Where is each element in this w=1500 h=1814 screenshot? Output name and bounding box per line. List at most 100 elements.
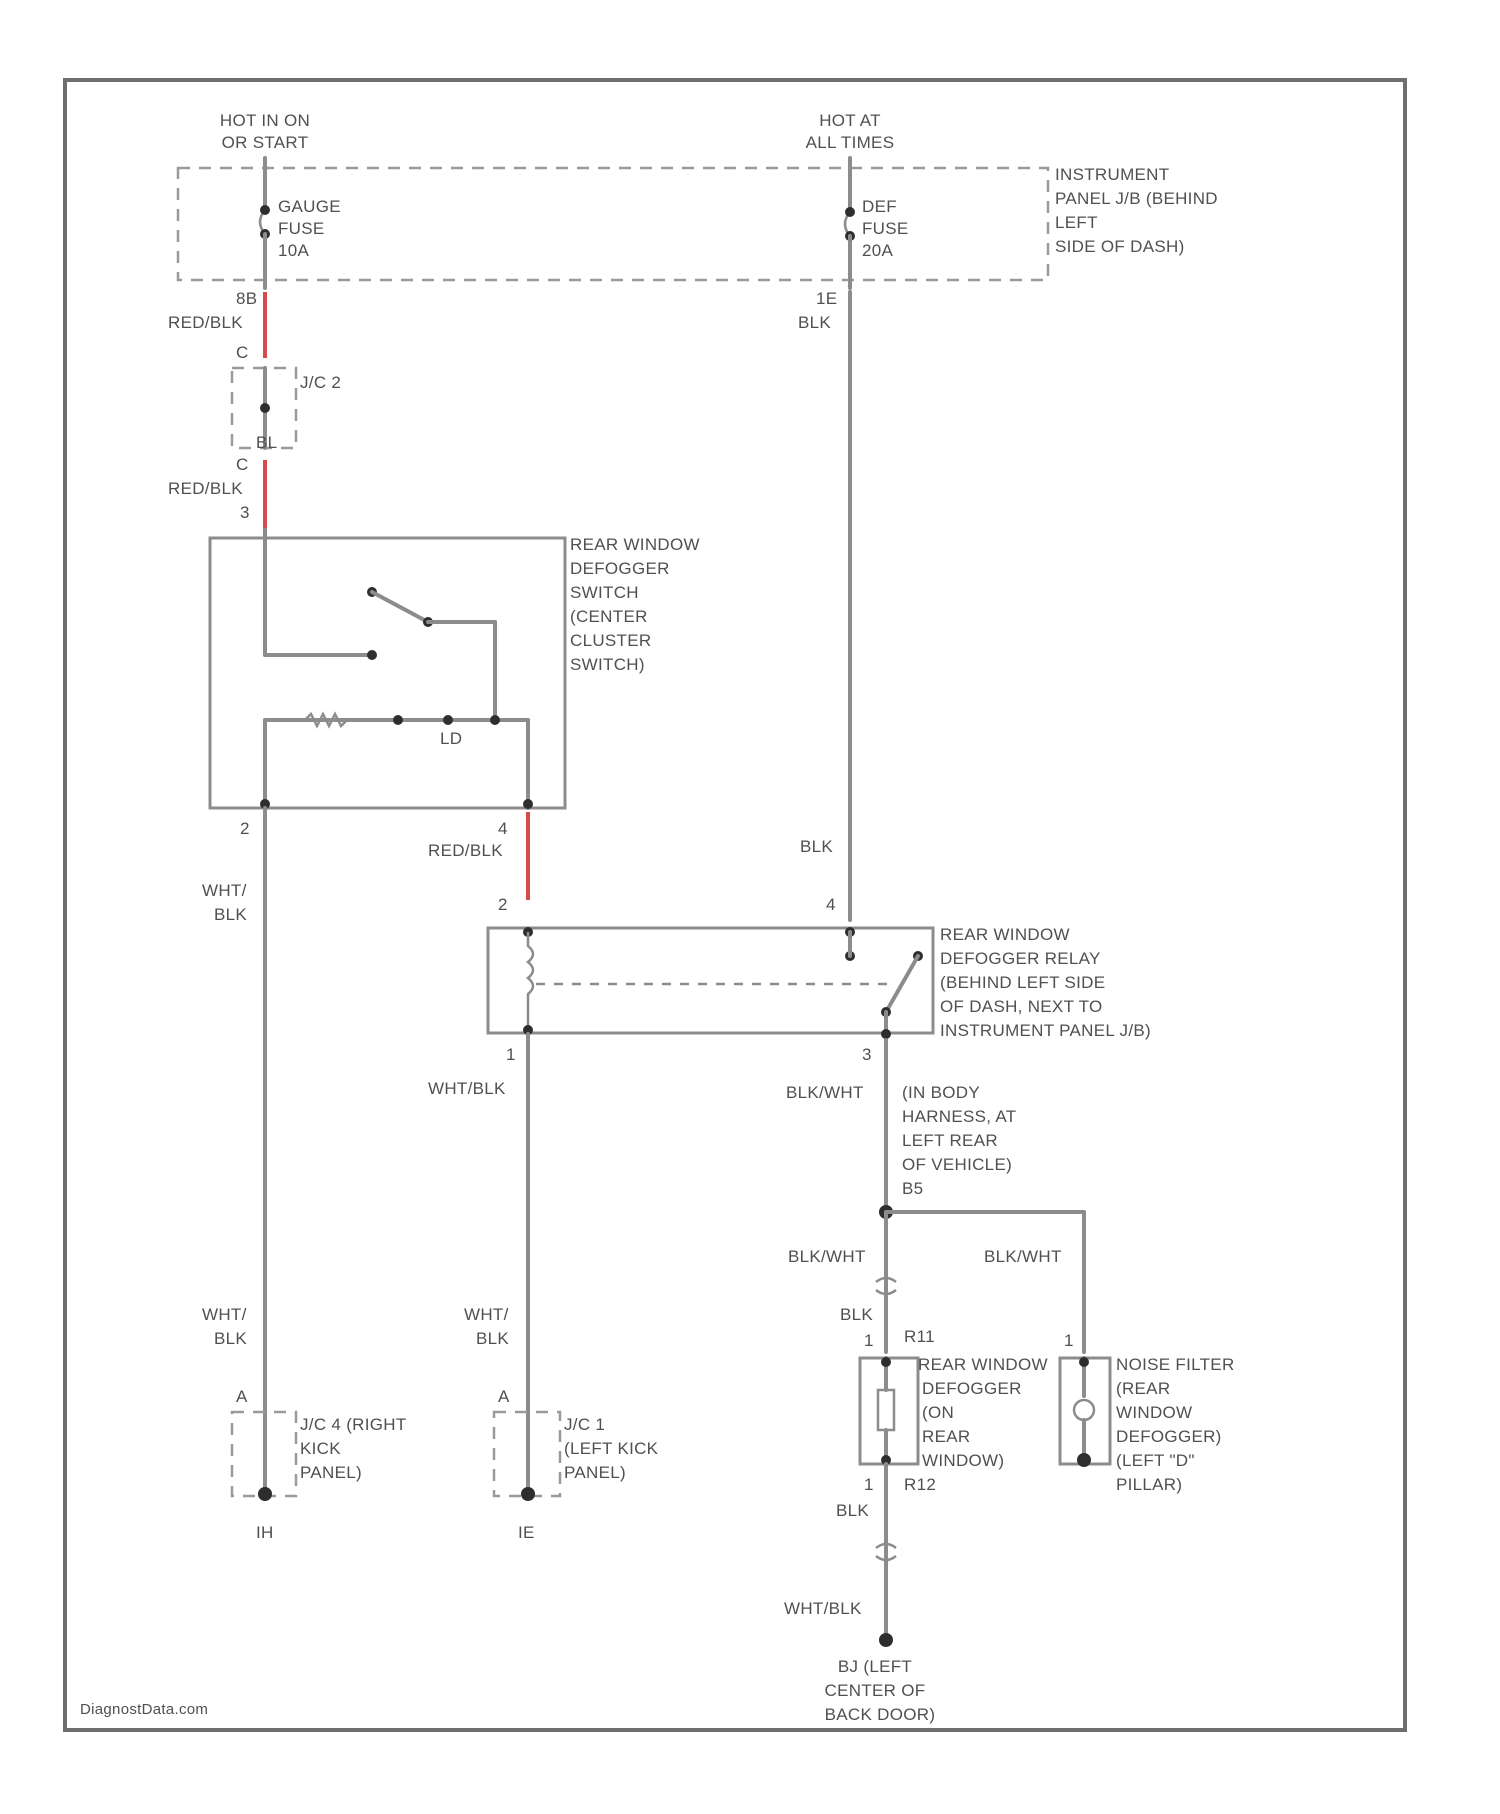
svg-text:OF VEHICLE): OF VEHICLE) bbox=[902, 1155, 1012, 1174]
relay-out-left-pin: 1 bbox=[506, 1045, 516, 1064]
svg-text:(LEFT KICK: (LEFT KICK bbox=[564, 1439, 659, 1458]
svg-text:HOT IN ON: HOT IN ON bbox=[220, 111, 310, 130]
svg-text:J/C 1: J/C 1 bbox=[564, 1415, 605, 1434]
switch-contact bbox=[372, 592, 428, 622]
wire-blk-wht-label-1: BLK/WHT bbox=[786, 1083, 864, 1102]
svg-text:LEFT REAR: LEFT REAR bbox=[902, 1131, 998, 1150]
defogger-top-pin-id: R11 bbox=[904, 1327, 935, 1346]
svg-text:DEFOGGER: DEFOGGER bbox=[922, 1379, 1022, 1398]
wire-red-blk-label-2: RED/BLK bbox=[168, 479, 243, 498]
jc1-label: J/C 1 (LEFT KICK PANEL) bbox=[564, 1415, 659, 1482]
svg-text:J/C 4 (RIGHT: J/C 4 (RIGHT bbox=[300, 1415, 407, 1434]
svg-text:B5: B5 bbox=[902, 1179, 923, 1198]
svg-text:CENTER OF: CENTER OF bbox=[825, 1681, 926, 1700]
svg-text:BACK DOOR): BACK DOOR) bbox=[825, 1705, 936, 1724]
wire-wht-blk-mid-label: WHT/BLK bbox=[428, 1079, 506, 1098]
wire-blk-bottom-label: BLK bbox=[836, 1501, 869, 1520]
pin-1e: 1E bbox=[816, 289, 837, 308]
defogger-switch-label: REAR WINDOW DEFOGGER SWITCH (CENTER CLUS… bbox=[570, 535, 700, 674]
wire-wht-blk-bottom-label: WHT/BLK bbox=[784, 1599, 862, 1618]
svg-text:INSTRUMENT PANEL J/B): INSTRUMENT PANEL J/B) bbox=[940, 1021, 1151, 1040]
ground-bj bbox=[879, 1633, 893, 1647]
svg-text:(ON: (ON bbox=[922, 1403, 954, 1422]
defogger-bottom-pin-id: R12 bbox=[904, 1475, 936, 1494]
svg-text:(LEFT "D": (LEFT "D" bbox=[1116, 1451, 1195, 1470]
gauge-fuse-label: GAUGE FUSE 10A bbox=[278, 197, 341, 260]
svg-text:HOT AT: HOT AT bbox=[819, 111, 881, 130]
jc2-bottom-pin: C bbox=[236, 455, 249, 474]
svg-text:(CENTER: (CENTER bbox=[570, 607, 648, 626]
svg-text:KICK: KICK bbox=[300, 1439, 341, 1458]
defogger-top-pin: 1 bbox=[864, 1331, 874, 1350]
wire-blk-wht-label-2: BLK/WHT bbox=[788, 1247, 866, 1266]
jc2-label: J/C 2 bbox=[300, 373, 341, 392]
wire-red-blk-label-3: RED/BLK bbox=[428, 841, 503, 860]
wire-blk-defogger: BLK bbox=[840, 1305, 873, 1324]
svg-text:OR START: OR START bbox=[222, 133, 309, 152]
svg-text:DEFOGGER: DEFOGGER bbox=[570, 559, 670, 578]
wire-wht-blk-label-left-1: WHT/ BLK bbox=[202, 881, 247, 924]
hot-run-start-label: HOT IN ON OR START bbox=[220, 111, 310, 152]
jc1-pin: A bbox=[498, 1387, 510, 1406]
svg-text:WHT/: WHT/ bbox=[202, 881, 247, 900]
svg-text:(IN BODY: (IN BODY bbox=[902, 1083, 980, 1102]
svg-text:REAR WINDOW: REAR WINDOW bbox=[918, 1355, 1048, 1374]
svg-text:WHT/: WHT/ bbox=[464, 1305, 509, 1324]
svg-text:REAR: REAR bbox=[922, 1427, 970, 1446]
rear-window-defogger-label: REAR WINDOW DEFOGGER (ON REAR WINDOW) bbox=[918, 1355, 1048, 1470]
svg-text:BJ (LEFT: BJ (LEFT bbox=[838, 1657, 912, 1676]
jc4-label: J/C 4 (RIGHT KICK PANEL) bbox=[300, 1415, 407, 1482]
svg-text:PANEL J/B (BEHIND: PANEL J/B (BEHIND bbox=[1055, 189, 1218, 208]
ground-ie: IE bbox=[518, 1523, 535, 1542]
hot-all-times-label: HOT AT ALL TIMES bbox=[806, 111, 895, 152]
defogger-relay-box bbox=[488, 928, 933, 1033]
wire-wht-blk-label-mid-2: WHT/ BLK bbox=[464, 1305, 509, 1348]
wire-blk-top: BLK bbox=[798, 313, 831, 332]
svg-text:(BEHIND LEFT SIDE: (BEHIND LEFT SIDE bbox=[940, 973, 1105, 992]
wire-blk-wht-label-3: BLK/WHT bbox=[984, 1247, 1062, 1266]
svg-text:LEFT: LEFT bbox=[1055, 213, 1098, 232]
svg-text:FUSE: FUSE bbox=[862, 219, 909, 238]
svg-text:WINDOW): WINDOW) bbox=[922, 1451, 1004, 1470]
defogger-relay-label: REAR WINDOW DEFOGGER RELAY (BEHIND LEFT … bbox=[940, 925, 1151, 1040]
relay-out-right-pin: 3 bbox=[862, 1045, 872, 1064]
wire-wht-blk-label-left-2: WHT/ BLK bbox=[202, 1305, 247, 1348]
svg-text:HARNESS, AT: HARNESS, AT bbox=[902, 1107, 1016, 1126]
svg-text:CLUSTER: CLUSTER bbox=[570, 631, 651, 650]
switch-out-left-pin: 2 bbox=[240, 819, 250, 838]
svg-text:BLK: BLK bbox=[214, 905, 247, 924]
instrument-panel-jb-label: INSTRUMENT PANEL J/B (BEHIND LEFT SIDE O… bbox=[1055, 165, 1218, 256]
svg-text:NOISE FILTER: NOISE FILTER bbox=[1116, 1355, 1235, 1374]
svg-text:DEFOGGER): DEFOGGER) bbox=[1116, 1427, 1222, 1446]
svg-text:SIDE OF DASH): SIDE OF DASH) bbox=[1055, 237, 1185, 256]
svg-text:GAUGE: GAUGE bbox=[278, 197, 341, 216]
svg-text:WINDOW: WINDOW bbox=[1116, 1403, 1192, 1422]
rear-window-defogger-box bbox=[860, 1358, 918, 1464]
switch-out-right-pin: 4 bbox=[498, 819, 508, 838]
svg-text:SWITCH: SWITCH bbox=[570, 583, 639, 602]
pin-8b: 8B bbox=[236, 289, 257, 308]
jc2-top-pin: C bbox=[236, 343, 249, 362]
svg-text:PANEL): PANEL) bbox=[564, 1463, 626, 1482]
svg-text:PANEL): PANEL) bbox=[300, 1463, 362, 1482]
svg-text:ALL TIMES: ALL TIMES bbox=[806, 133, 895, 152]
svg-text:BLK: BLK bbox=[214, 1329, 247, 1348]
defogger-grid-symbol bbox=[878, 1390, 894, 1430]
wire-blk-mid-label: BLK bbox=[800, 837, 833, 856]
svg-text:(REAR: (REAR bbox=[1116, 1379, 1170, 1398]
svg-text:OF DASH, NEXT TO: OF DASH, NEXT TO bbox=[940, 997, 1103, 1016]
noise-filter-pin: 1 bbox=[1064, 1331, 1074, 1350]
svg-text:10A: 10A bbox=[278, 241, 310, 260]
svg-text:REAR WINDOW: REAR WINDOW bbox=[570, 535, 700, 554]
ground-ih: IH bbox=[256, 1523, 274, 1542]
svg-text:DEFOGGER RELAY: DEFOGGER RELAY bbox=[940, 949, 1101, 968]
svg-text:DEF: DEF bbox=[862, 197, 897, 216]
relay-coil bbox=[528, 932, 533, 1030]
relay-in-left-pin: 2 bbox=[498, 895, 508, 914]
switch-in-pin: 3 bbox=[240, 503, 250, 522]
svg-text:PILLAR): PILLAR) bbox=[1116, 1475, 1182, 1494]
wire-red-blk-label-1: RED/BLK bbox=[168, 313, 243, 332]
svg-text:INSTRUMENT: INSTRUMENT bbox=[1055, 165, 1169, 184]
jc4-pin: A bbox=[236, 1387, 248, 1406]
